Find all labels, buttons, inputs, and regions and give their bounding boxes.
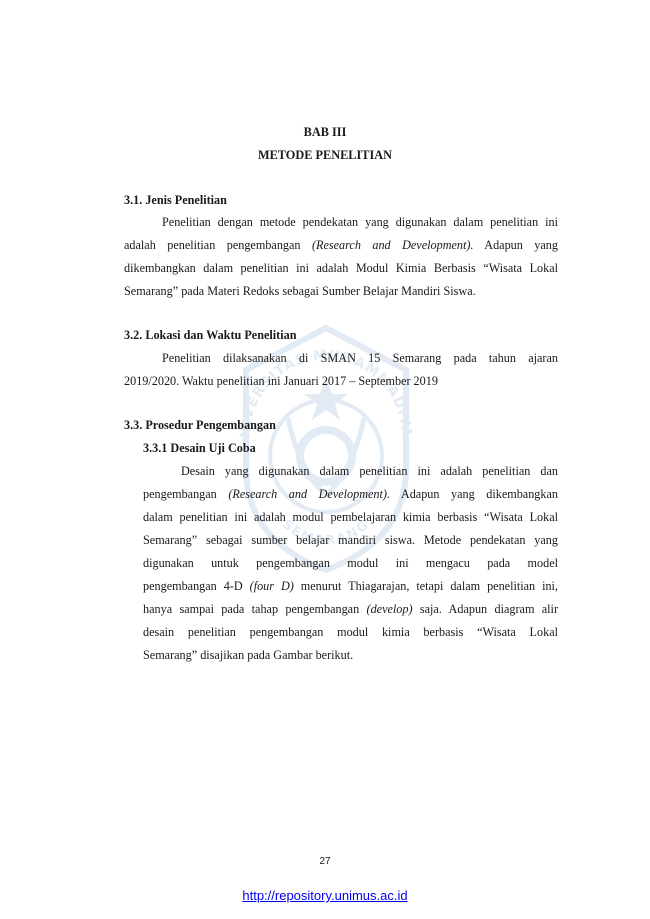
paragraph-line: Penelitian dengan metode pendekatan yang… [162,215,558,229]
paragraph-line: dalam penelitian ini adalah modul pembel… [143,510,558,524]
italic-term: (four D) [249,579,294,593]
paragraph-line: pengembangan (Research and Development).… [143,487,558,501]
university-seal-watermark: UNIVERSITAS MUHAMMADIYAH SEMARANG [228,318,413,574]
chapter-number: BAB III [303,125,347,139]
paragraph-line: Penelitian dilaksanakan di SMAN 15 Semar… [162,351,558,365]
paragraph-line: hanya sampai pada tahap pengembangan (de… [143,602,559,616]
italic-term: (develop) [366,602,413,616]
paragraph-line: dikembangkan dalam penelitian ini adalah… [124,261,558,275]
paragraph-line: 2019/2020. Waktu penelitian ini Januari … [124,374,438,388]
section-heading-3-2: 3.2. Lokasi dan Waktu Penelitian [124,328,297,342]
paragraph-line: desain penelitian pengembangan modul kim… [143,625,558,639]
paragraph-line: Semarang” sebagai sumber belajar mandiri… [143,533,558,547]
page-number: 27 [319,856,331,867]
section-heading-3-3: 3.3. Prosedur Pengembangan [124,418,276,432]
subsection-heading-3-3-1: 3.3.1 Desain Uji Coba [143,441,256,455]
paragraph-line: Semarang” disajikan pada Gambar berikut. [143,648,354,662]
paragraph-line: pengembangan 4-D (four D) menurut Thiaga… [143,579,558,593]
repository-link[interactable]: http://repository.unimus.ac.id [242,888,408,903]
paragraph-line: digunakan untuk pengembangan modul ini m… [143,556,558,570]
paragraph-line: Semarang” pada Materi Redoks sebagai Sum… [124,284,476,298]
italic-term: (Research and Development). [228,487,391,501]
chapter-title: METODE PENELITIAN [257,148,393,162]
paragraph-line: Desain yang digunakan dalam penelitian i… [181,464,558,478]
paragraph-line: adalah penelitian pengembangan (Research… [124,238,558,252]
section-heading-3-1: 3.1. Jenis Penelitian [124,193,227,207]
italic-term: (Research and Development). [311,238,474,252]
